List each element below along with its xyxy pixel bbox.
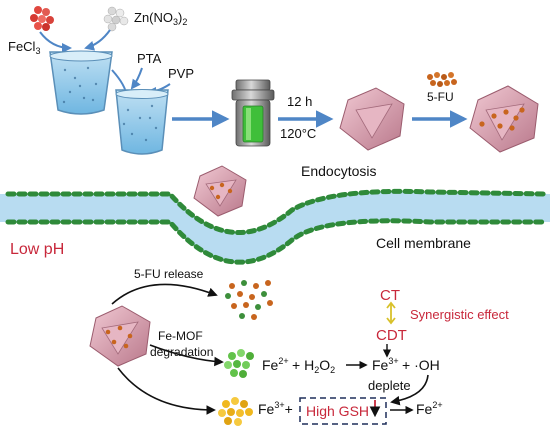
zinc-arrow	[84, 29, 111, 51]
pvp-label: PVP	[168, 66, 194, 81]
cell-membrane	[0, 188, 550, 265]
pta-arrow	[130, 67, 143, 90]
synergistic-effect-label: Synergistic effect	[410, 307, 509, 322]
beaker-1	[49, 50, 113, 115]
release-label: 5-FU release	[134, 267, 204, 281]
drug-label: 5-FU	[427, 90, 454, 104]
endocytosed-particle	[193, 165, 247, 217]
fe3-ion-label: Fe3+	[372, 356, 399, 373]
zinc-nitrate-label: Zn(NO3)2	[134, 10, 187, 27]
fe2-ion-label: Fe2+	[262, 356, 289, 373]
synergy-link-head-up	[386, 301, 396, 309]
fe2-formation-arrow	[149, 344, 224, 367]
high-gsh-box	[299, 397, 387, 425]
fe2-ion-second-label: Fe2+	[416, 400, 443, 417]
release-arrow	[111, 283, 218, 305]
fecl3-arrow	[39, 31, 72, 53]
ct-label: CT	[380, 287, 400, 304]
fe-mof-particle	[339, 87, 405, 151]
drug-loaded-mof-particle	[469, 85, 539, 153]
zinc-nitrate-particle-cluster	[103, 6, 129, 32]
degradation-label-line2: degradation	[150, 345, 213, 359]
fe3-formation-arrow	[117, 367, 216, 415]
cell-membrane-label: Cell membrane	[376, 235, 471, 251]
fe2-particle-cluster	[224, 349, 254, 378]
deplete-arrow	[390, 374, 429, 406]
h2o2-label: + H2O2	[292, 357, 335, 375]
synergy-link-head-down	[386, 317, 396, 325]
autoclave-reactor	[231, 79, 275, 147]
fe3-ion-second-label: Fe3++	[258, 400, 293, 417]
fe3-particle-cluster	[218, 397, 253, 426]
endocytosis-label: Endocytosis	[301, 163, 376, 179]
cdt-label: CDT	[376, 327, 407, 344]
degrading-mof-particle	[89, 305, 151, 367]
low-ph-label: Low pH	[10, 241, 64, 258]
high-gsh-label: High GSH	[306, 403, 369, 419]
released-drug-cluster	[225, 280, 273, 320]
reaction-time-label: 12 h	[287, 94, 312, 109]
hydroxyl-radical-label: + ·OH	[402, 357, 440, 373]
fecl3-particle-cluster	[30, 6, 54, 31]
deplete-label: deplete	[368, 378, 411, 393]
drug-particle-cluster	[427, 72, 457, 87]
reaction-temperature-label: 120°C	[280, 126, 316, 141]
fecl3-label: FeCl3	[8, 39, 40, 56]
pta-label: PTA	[137, 51, 162, 66]
beaker-2	[115, 89, 169, 155]
degradation-label-line1: Fe-MOF	[158, 329, 203, 343]
